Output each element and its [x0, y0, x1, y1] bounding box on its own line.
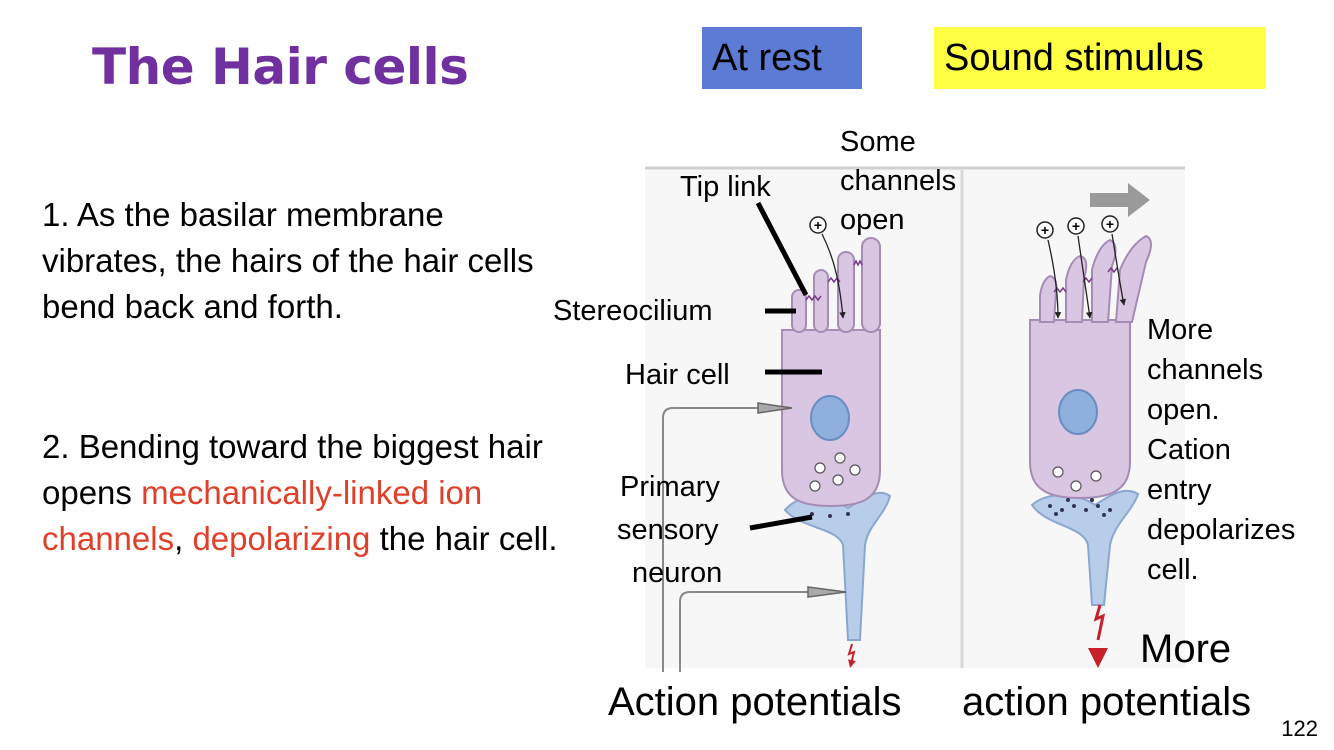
point-2-intro: 2. Bending toward the biggest hair opens [42, 428, 543, 511]
stereocilium-label: Stereocilium [553, 295, 713, 327]
more-caption: More [1140, 627, 1231, 671]
point-2-text: 2. Bending toward the biggest hair opens… [42, 424, 602, 562]
page-number: 122 [1281, 716, 1318, 741]
highlight-ion-channels: mechanically-linked ion channels [42, 474, 483, 557]
more-channels-line-6: depolarizes [1147, 514, 1295, 546]
hair-cell-label: Hair cell [625, 359, 730, 391]
more-channels-line-4: Cation [1147, 434, 1231, 466]
some-channels-line-2: channels [840, 165, 956, 197]
cation-icon: + [1041, 222, 1049, 238]
highlight-depolarizing: depolarizing [192, 520, 371, 557]
hair-cell-stimulus: + + + [1029, 215, 1152, 668]
cation-icon: + [1106, 216, 1114, 232]
slide-title: The Hair cells [92, 38, 469, 96]
some-channels-line-1: Some [840, 126, 916, 158]
tip-link-label: Tip link [680, 171, 771, 203]
at-rest-label: At rest [702, 27, 862, 89]
cation-icon: + [1072, 218, 1080, 234]
point-2-end: the hair cell. [370, 520, 558, 557]
cation-icon: + [814, 217, 822, 233]
more-channels-line-1: More [1147, 314, 1213, 346]
more-channels-line-7: cell. [1147, 554, 1199, 586]
primary-neuron-line-1: Primary [620, 471, 720, 503]
action-potentials-caption: Action potentials [608, 680, 902, 724]
more-channels-line-5: entry [1147, 474, 1212, 506]
sound-stimulus-label: Sound stimulus [934, 27, 1266, 89]
electrode-wire-cell [662, 407, 758, 672]
more-channels-line-3: open. [1147, 394, 1220, 426]
some-channels-line-3: open [840, 204, 905, 236]
primary-neuron-line-2: sensory [617, 514, 719, 546]
primary-neuron-line-3: neuron [632, 557, 722, 589]
bend-direction-arrow-icon [1090, 183, 1150, 217]
tip-link-pointer [755, 201, 809, 297]
electrode-tip-cell [757, 402, 793, 414]
more-channels-line-2: channels [1147, 354, 1263, 386]
point-1-text: 1. As the basilar membrane vibrates, the… [42, 196, 534, 325]
more-action-potentials-caption: action potentials [962, 680, 1251, 724]
point-2-comma: , [174, 520, 193, 557]
electrode-wire-neuron [679, 591, 808, 672]
hair-cell-rest: + [781, 216, 892, 668]
neuron-pointer [749, 514, 813, 531]
electrode-tip-neuron [807, 586, 847, 598]
